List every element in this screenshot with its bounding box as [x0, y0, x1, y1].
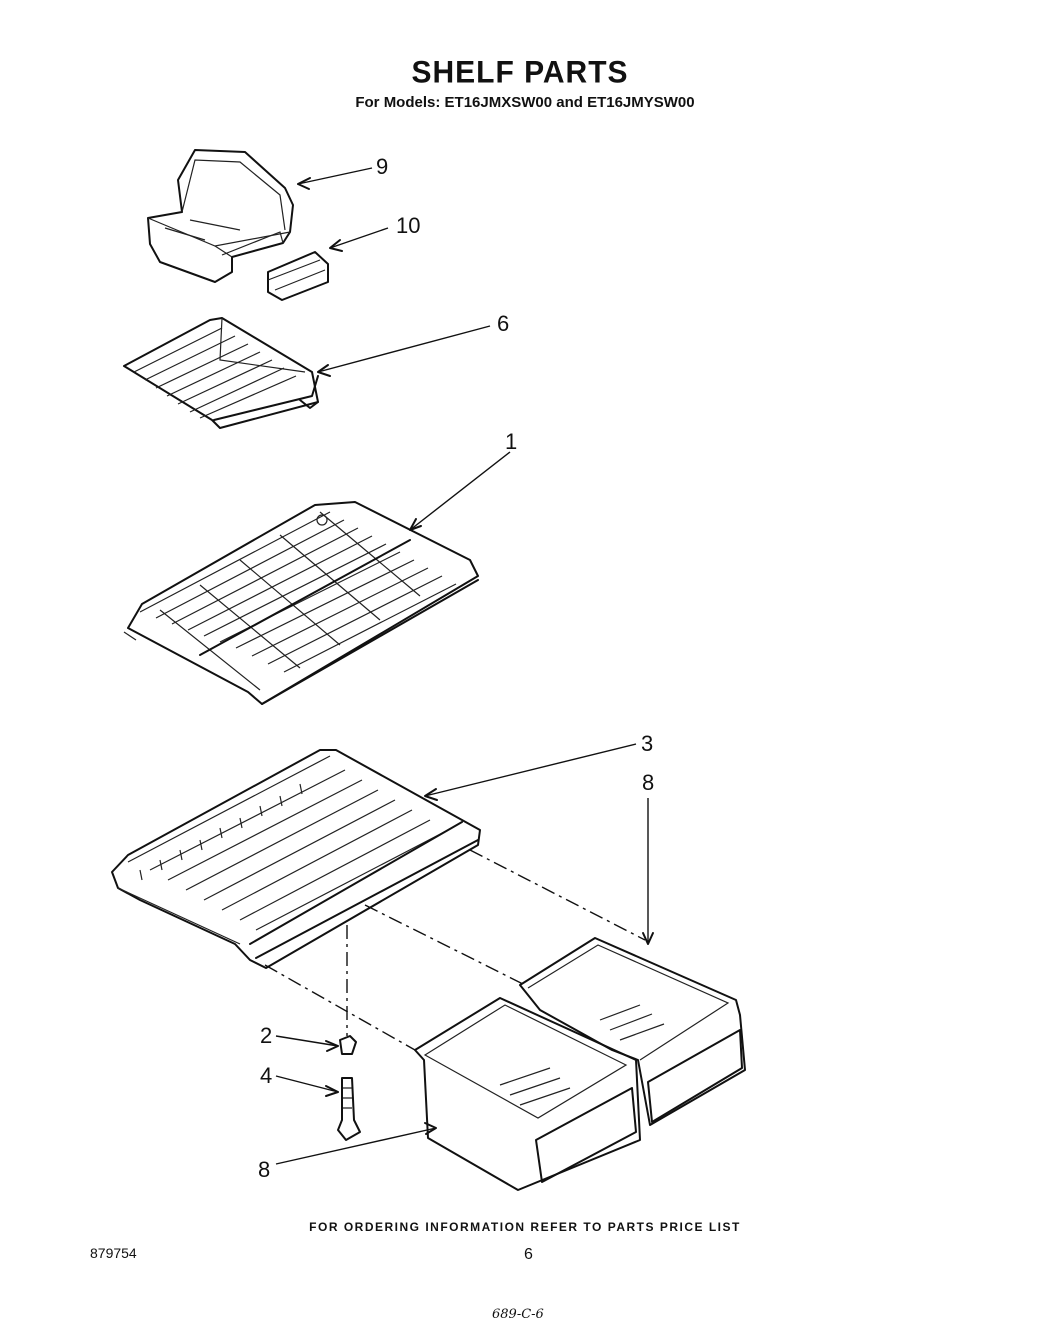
callout-9: 9: [376, 154, 388, 179]
part-10-rail-clip: [267, 251, 329, 301]
ordering-note: FOR ORDERING INFORMATION REFER TO PARTS …: [309, 1220, 741, 1234]
page-title: SHELF PARTS: [411, 55, 629, 90]
callout-8-lower: 8: [258, 1157, 270, 1182]
page-number: 6: [524, 1246, 533, 1263]
alignment-line-2: [364, 904, 526, 986]
part-8-crisper-drawer-left: [414, 997, 641, 1191]
alignment-line-1: [469, 849, 646, 941]
models-subtitle: For Models: ET16JMXSW00 and ET16JMYSW00: [355, 94, 695, 111]
part-1-large-wire-shelf: [123, 501, 479, 705]
callout-3: 3: [641, 731, 653, 756]
callout-2: 2: [260, 1023, 272, 1048]
callout-8-upper: 8: [642, 770, 654, 795]
callout-10: 10: [396, 213, 420, 238]
document-number: 879754: [90, 1245, 137, 1261]
part-4-adjuster-screw: [337, 1077, 361, 1141]
callout-6: 6: [497, 311, 509, 336]
callout-1: 1: [505, 429, 517, 454]
part-3-crisper-cover: [111, 749, 481, 969]
part-9-small-bin: [147, 149, 294, 283]
leader-lines: [275, 167, 654, 1165]
handwritten-note: 689-C-6: [492, 1307, 544, 1322]
part-8-crisper-drawer-right: [519, 937, 746, 1126]
alignment-line-3: [264, 964, 416, 1051]
part-6-wire-shelf: [123, 317, 319, 429]
part-2-adjuster-cap: [339, 1035, 357, 1055]
callout-4: 4: [260, 1063, 272, 1088]
